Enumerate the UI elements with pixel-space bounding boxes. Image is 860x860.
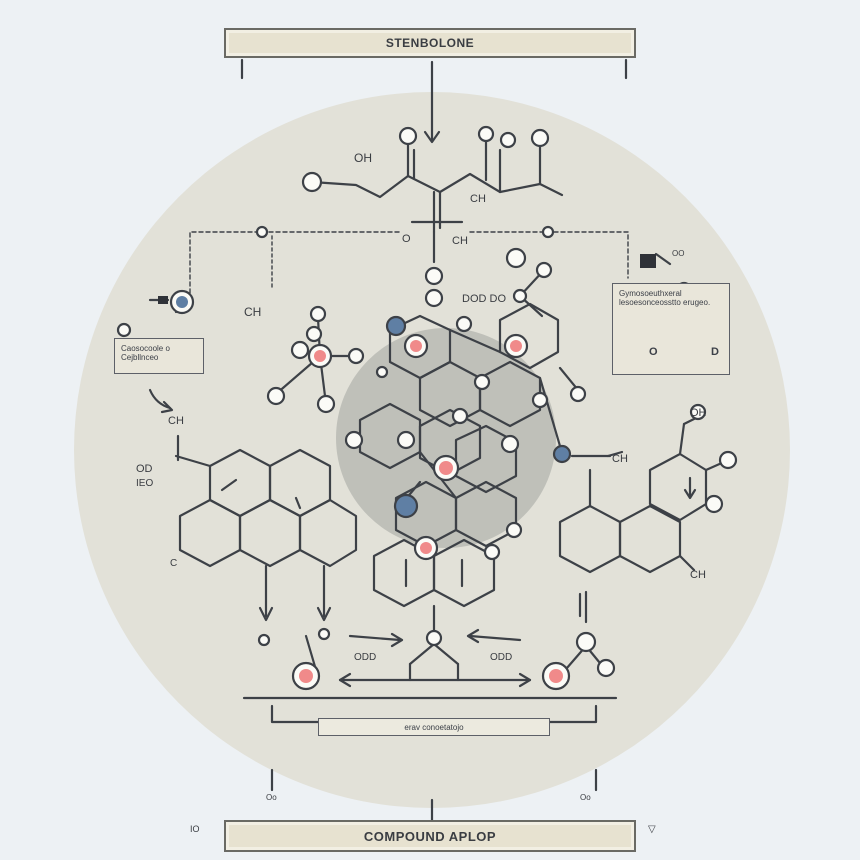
atom (116, 322, 132, 338)
atom (704, 494, 724, 514)
left-rings (174, 434, 358, 622)
right-note-symbol-d: D (711, 346, 719, 358)
title-text: STENBOLONE (385, 36, 475, 50)
label-corner-small-left: IO (190, 824, 200, 834)
atom (425, 629, 443, 647)
label-top-ch3-a: CH (470, 193, 486, 205)
label-bottom-left-odd: ODD (354, 652, 376, 663)
atom (500, 434, 520, 454)
right-note-symbol-o: O (649, 346, 658, 358)
atom (505, 521, 523, 539)
atom (424, 266, 444, 286)
atom (375, 365, 389, 379)
left-square (158, 296, 168, 304)
center-shade (336, 328, 556, 548)
dashed-right (469, 231, 629, 279)
atom (266, 386, 286, 406)
label-od: OD (136, 463, 153, 475)
left-note-box: Caosocoole o Cejbllnceo (114, 338, 204, 374)
black-square (640, 254, 656, 268)
label-dod: DOD DO (462, 293, 506, 305)
atom (455, 315, 473, 333)
atom (344, 430, 364, 450)
label-left-ch3-ring: CH (168, 415, 184, 427)
atom (541, 225, 555, 239)
bottom-label-box: erav conoetatojo (318, 718, 550, 736)
atom (396, 430, 416, 450)
atom (257, 633, 271, 647)
atom (424, 288, 444, 308)
label-right-oh: OH (690, 407, 707, 419)
atom (531, 391, 549, 409)
atom (309, 305, 327, 323)
atom (305, 325, 323, 343)
atom (718, 450, 738, 470)
label-top-right-small: OO (672, 249, 684, 258)
atom (316, 394, 336, 414)
atom (512, 288, 528, 304)
atom (483, 543, 501, 561)
atom (477, 125, 495, 143)
nitrogen-atom (385, 315, 407, 337)
atom (255, 225, 269, 239)
right-note-text: Gymosoeuthxeral lesoesonceosstto erugeo. (619, 289, 711, 307)
title-banner: STENBOLONE (224, 28, 636, 58)
left-note-text: Caosocoole o Cejbllnceo (121, 344, 170, 362)
bottom-label-text: erav conoetatojo (404, 722, 464, 732)
central-rings (358, 268, 580, 638)
atom (398, 126, 418, 146)
label-left-c: C (170, 558, 177, 569)
label-corner-small-right: ▽ (648, 824, 656, 835)
label-right-ch3: CH (612, 453, 628, 465)
footer-banner: COMPOUND APLOP (224, 820, 636, 852)
atom (473, 373, 491, 391)
nitrogen-atom (552, 444, 572, 464)
atom (347, 347, 365, 365)
right-note-box: Gymosoeuthxeral lesoesonceosstto erugeo.… (612, 283, 730, 375)
label-bottom-right-small: Oo (580, 793, 591, 802)
atom (689, 403, 707, 421)
atom (505, 247, 527, 269)
label-ieo: IEO (136, 478, 153, 489)
top-arrow-head (423, 130, 441, 144)
atom (575, 631, 597, 653)
atom (535, 261, 553, 279)
atom (301, 171, 323, 193)
label-top-oh: OH (354, 151, 372, 165)
atom (451, 407, 469, 425)
label-top-ch3-b: CH (452, 235, 468, 247)
atom (499, 131, 517, 149)
label-right-ch3-low: CH (690, 569, 706, 581)
label-bottom-left-small: Oo (266, 793, 277, 802)
atom (317, 627, 331, 641)
footer-text: COMPOUND APLOP (363, 828, 497, 844)
atom (290, 340, 310, 360)
label-bottom-right-odd: ODD (490, 652, 512, 663)
dashed-left (189, 231, 401, 301)
atom (569, 385, 587, 403)
label-center-o: O (402, 233, 411, 245)
label-left-ch3: CH (244, 305, 261, 319)
atom (530, 128, 550, 148)
atom (596, 658, 616, 678)
bottom-connector (304, 628, 606, 688)
nitrogen-atom (393, 493, 419, 519)
